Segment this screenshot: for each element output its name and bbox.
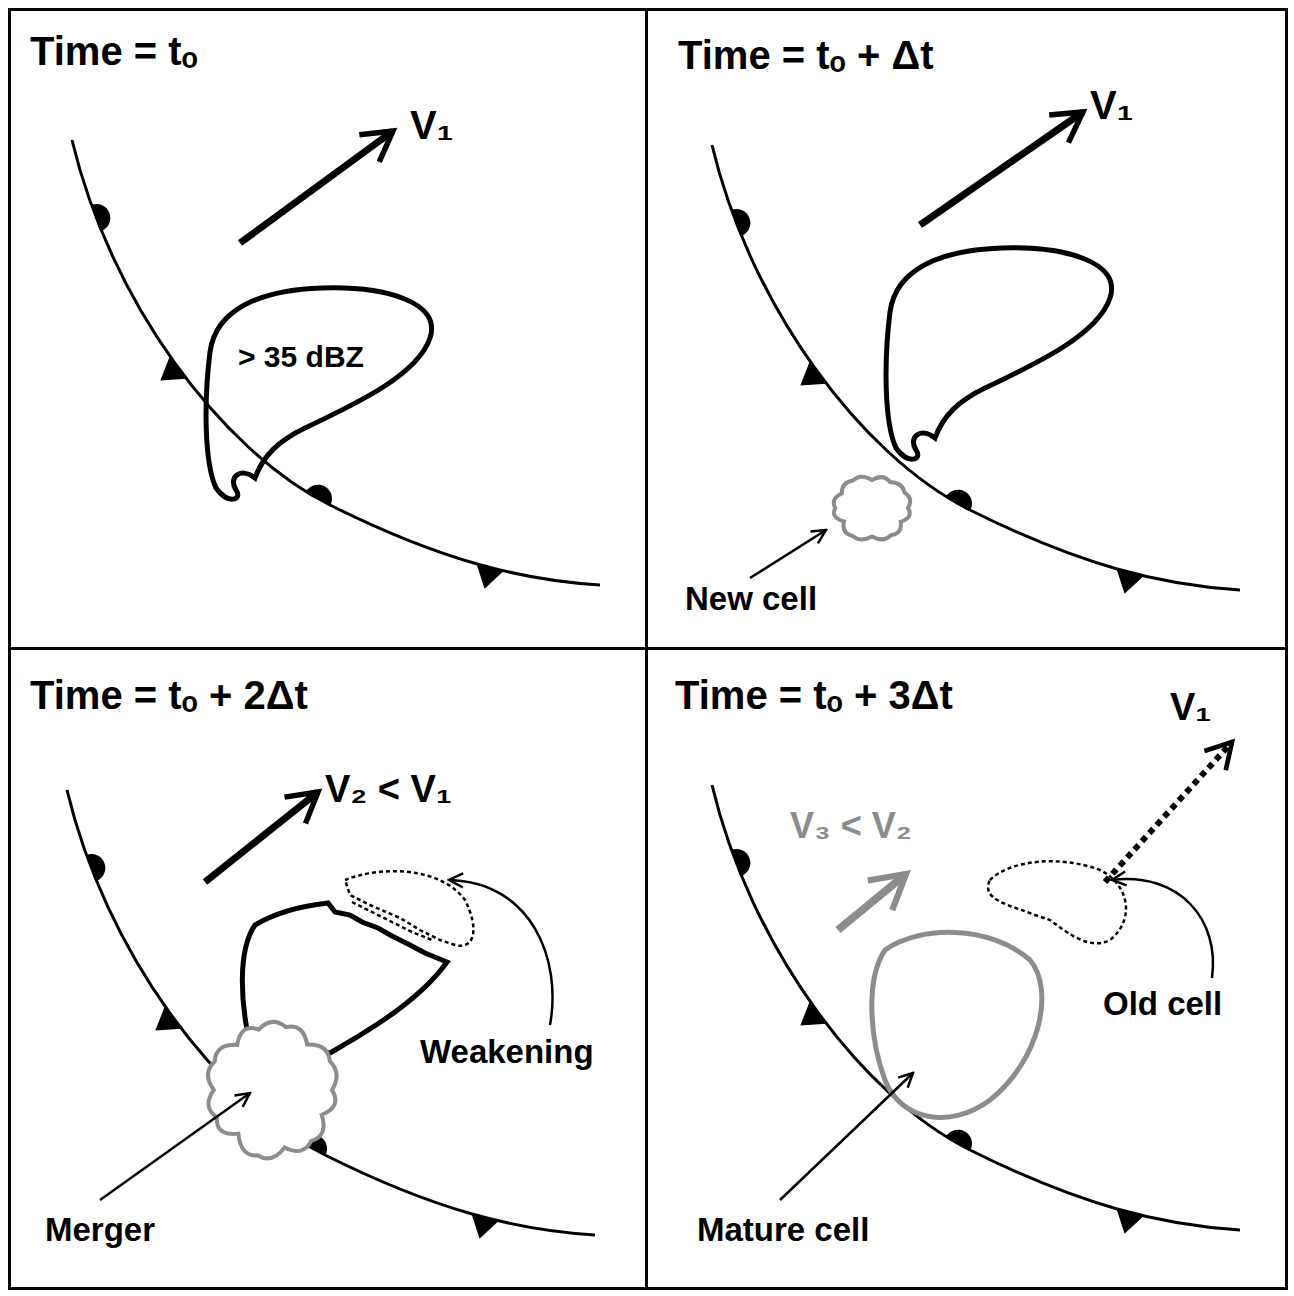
stationary-front bbox=[712, 145, 1240, 594]
leader-line bbox=[1112, 879, 1213, 978]
motion-arrow bbox=[205, 792, 318, 882]
warm-front-symbol bbox=[91, 204, 110, 231]
warm-front-symbol bbox=[86, 854, 105, 881]
weakening-outline bbox=[345, 871, 473, 946]
front-line bbox=[67, 790, 595, 1235]
label-holder: V₂ < V₁ bbox=[325, 770, 452, 808]
stationary-front bbox=[72, 140, 600, 589]
label-holder: Old cell bbox=[1103, 987, 1222, 1020]
time-panel: Time = tₒ + Δt bbox=[645, 8, 1288, 650]
cell-label: New cell bbox=[685, 582, 817, 615]
cold-front-symbol bbox=[800, 361, 826, 385]
cold-front-symbol bbox=[160, 356, 186, 380]
leader-line bbox=[780, 1073, 913, 1200]
label-holder: Merger bbox=[45, 1213, 155, 1246]
velocity-label: V₃ < V₂ bbox=[790, 808, 912, 844]
front-line bbox=[712, 145, 1240, 590]
label-holder: V₃ < V₂ bbox=[790, 808, 912, 844]
time-panel: Time = tₒ + 2Δt bbox=[8, 647, 648, 1290]
leader-line bbox=[750, 530, 826, 578]
radar-echo-cell bbox=[886, 248, 1112, 459]
panel-title: Time = tₒ + 3Δt bbox=[675, 675, 953, 715]
cell-label: Weakening bbox=[420, 1035, 594, 1068]
cell-label: Merger bbox=[45, 1213, 155, 1246]
leader-line bbox=[100, 1093, 250, 1200]
motion-arrow bbox=[920, 112, 1083, 225]
cell-label: Old cell bbox=[1103, 987, 1222, 1020]
warm-front-symbol bbox=[306, 485, 332, 506]
leader-line bbox=[449, 880, 553, 1025]
warm-front-symbol bbox=[946, 490, 972, 511]
panel-title: Time = tₒ bbox=[30, 31, 198, 71]
cell-outline-svg bbox=[200, 280, 445, 515]
cell-label: Mature cell bbox=[697, 1213, 869, 1246]
stationary-front bbox=[712, 785, 1240, 1234]
label-holder: V₁ bbox=[410, 105, 453, 145]
panel-title: Time = tₒ + 2Δt bbox=[30, 675, 308, 715]
radar-echo-cell: > 35 dBZ bbox=[200, 280, 445, 515]
warm-front-symbol bbox=[731, 209, 750, 236]
merger-outline bbox=[208, 1022, 337, 1159]
cold-front-symbol bbox=[800, 1001, 826, 1025]
velocity-label: V₁ bbox=[410, 105, 453, 145]
velocity-label: V₂ < V₁ bbox=[325, 770, 452, 808]
time-panel: Time = tₒ > 35 dBZ bbox=[8, 8, 648, 650]
label-holder: Weakening bbox=[420, 1035, 594, 1068]
reflectivity-label: > 35 dBZ bbox=[238, 342, 364, 372]
label-holder: New cell bbox=[685, 582, 817, 615]
velocity-label: V₁ bbox=[1170, 688, 1211, 726]
velocity-label: V₁ bbox=[1090, 85, 1133, 125]
cold-front-symbol bbox=[155, 1006, 181, 1030]
cold-front-symbol bbox=[477, 564, 504, 589]
radar-echo-outline bbox=[206, 288, 432, 499]
old-cell-outline bbox=[988, 861, 1126, 943]
cold-front-symbol bbox=[1117, 1209, 1144, 1234]
cold-front-symbol bbox=[472, 1214, 499, 1239]
front-line bbox=[712, 785, 1240, 1230]
label-holder: Mature cell bbox=[697, 1213, 869, 1246]
warm-front-symbol bbox=[731, 849, 750, 876]
motion-arrow bbox=[240, 131, 393, 243]
label-holder: V₁ bbox=[1090, 85, 1133, 125]
panel-title: Time = tₒ + Δt bbox=[678, 35, 934, 75]
cold-front-symbol bbox=[1117, 569, 1144, 594]
motion-arrow bbox=[838, 874, 906, 930]
new-cell-outline bbox=[834, 477, 910, 540]
time-panel: Time = tₒ + 3Δt bbox=[645, 647, 1288, 1290]
warm-front-symbol bbox=[946, 1130, 972, 1151]
motion-arrow bbox=[1105, 742, 1232, 882]
label-holder: V₁ bbox=[1170, 688, 1211, 726]
front-line bbox=[72, 140, 600, 585]
stationary-front bbox=[67, 790, 595, 1239]
